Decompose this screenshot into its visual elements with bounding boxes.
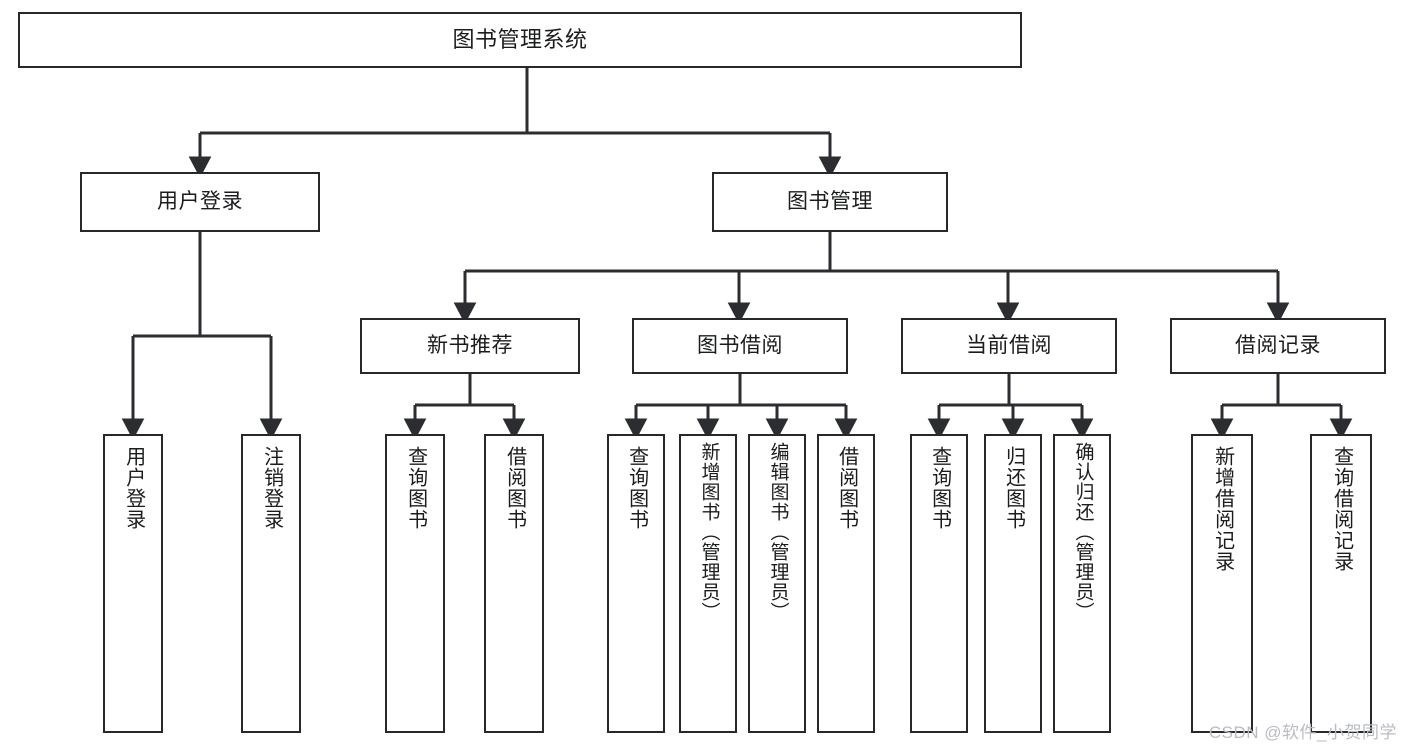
node-label: 当前借阅 xyxy=(966,333,1052,357)
node-label: 查询图书 xyxy=(928,446,951,530)
leaf-borrow-book-recommend[interactable]: 借阅图书 xyxy=(484,434,544,733)
node-label: 归还图书 xyxy=(1002,446,1025,530)
node-root-book-management-system[interactable]: 图书管理系统 xyxy=(18,12,1022,68)
node-book-management[interactable]: 图书管理 xyxy=(712,172,948,232)
node-label: 图书借阅 xyxy=(697,333,783,357)
node-book-borrow[interactable]: 图书借阅 xyxy=(632,318,848,374)
leaf-add-borrow-record[interactable]: 新增借阅记录 xyxy=(1191,434,1253,733)
node-label: 注销登录 xyxy=(260,446,283,530)
leaf-query-book-recommend[interactable]: 查询图书 xyxy=(385,434,445,733)
node-label: 借阅图书 xyxy=(503,446,526,530)
node-label: 查询图书 xyxy=(404,446,427,530)
leaf-query-borrow-record[interactable]: 查询借阅记录 xyxy=(1310,434,1372,733)
leaf-borrow-book[interactable]: 借阅图书 xyxy=(817,434,875,733)
leaf-edit-book-admin[interactable]: 编辑图书（管理员） xyxy=(748,434,806,733)
leaf-query-book-current[interactable]: 查询图书 xyxy=(910,434,968,733)
node-label: 新书推荐 xyxy=(427,333,513,357)
node-current-borrow[interactable]: 当前借阅 xyxy=(901,318,1117,374)
leaf-add-book-admin[interactable]: 新增图书（管理员） xyxy=(679,434,737,733)
leaf-user-login[interactable]: 用户登录 xyxy=(103,434,163,733)
node-label: 用户登录 xyxy=(122,446,145,530)
node-label: 查询借阅记录 xyxy=(1330,446,1353,572)
node-new-book-recommend[interactable]: 新书推荐 xyxy=(360,318,580,374)
node-label: 用户登录 xyxy=(157,189,243,213)
node-label: 确认归还（管理员） xyxy=(1072,442,1094,622)
node-label: 借阅记录 xyxy=(1235,333,1321,357)
node-label: 借阅图书 xyxy=(835,446,858,530)
node-user-login[interactable]: 用户登录 xyxy=(80,172,320,232)
node-label: 编辑图书（管理员） xyxy=(767,442,789,622)
node-borrow-record[interactable]: 借阅记录 xyxy=(1170,318,1386,374)
node-label: 新增借阅记录 xyxy=(1211,446,1234,572)
leaf-return-book[interactable]: 归还图书 xyxy=(984,434,1042,733)
node-label: 查询图书 xyxy=(625,446,648,530)
leaf-logout[interactable]: 注销登录 xyxy=(241,434,301,733)
node-label: 图书管理 xyxy=(787,189,873,213)
csdn-watermark: CSDN @软件_小贺同学 xyxy=(1208,723,1397,742)
leaf-query-book-borrow[interactable]: 查询图书 xyxy=(607,434,665,733)
node-label: 图书管理系统 xyxy=(452,26,588,52)
node-label: 新增图书（管理员） xyxy=(698,442,720,622)
leaf-confirm-return-admin[interactable]: 确认归还（管理员） xyxy=(1053,434,1111,733)
